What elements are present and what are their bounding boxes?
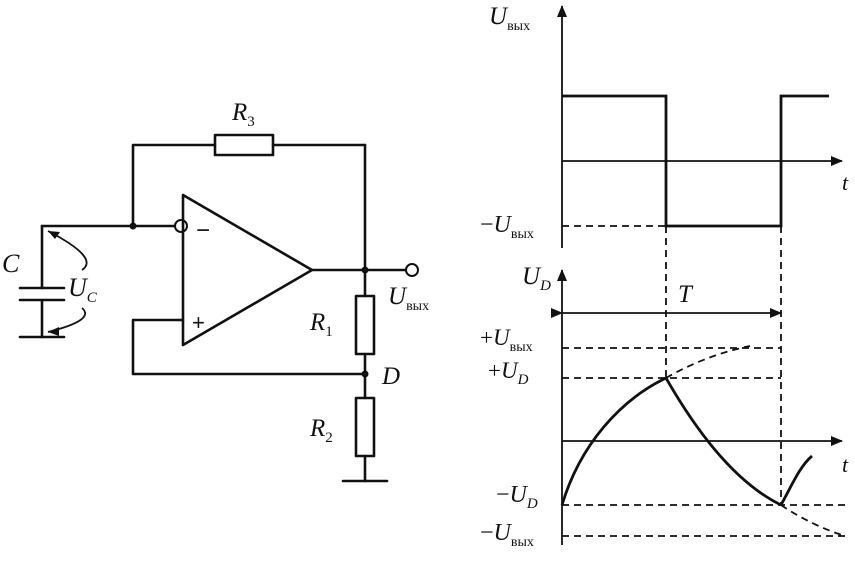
neg-max-label: −Uвых [480, 520, 534, 550]
bottom-y-axis-label: UD [522, 263, 551, 294]
period-label: T [678, 281, 694, 308]
charge-curve-rising [560, 376, 667, 506]
bottom-t-label: t [842, 452, 849, 477]
top-neg-level-label: −Uвых [480, 212, 534, 242]
top-t-label: t [842, 170, 849, 195]
circuit: R3 R1 R2 C UC Uвых D − + [2, 99, 429, 483]
label-node-d: D [381, 363, 400, 390]
uc-arrow-bottom [47, 307, 87, 333]
uc-arrow-head-top [48, 231, 60, 239]
op-amp-triangle [181, 193, 314, 347]
charge-asymptote-lower [780, 504, 846, 537]
charge-curve-rising-2 [779, 454, 813, 506]
op-amp-minus: − [196, 217, 210, 244]
label-r2: R2 [309, 415, 333, 446]
top-y-axis-label: Uвых [489, 3, 530, 34]
uc-arrow-head-bottom [48, 327, 59, 336]
resistor-r1 [354, 294, 376, 356]
neg-d-label: −UD [496, 482, 538, 512]
pos-max-label: +Uвых [480, 325, 533, 355]
pos-d-label: +UD [488, 358, 529, 388]
charge-asymptote-upper [665, 345, 751, 379]
resistor-r3 [213, 133, 275, 157]
label-r3: R3 [231, 99, 255, 130]
charge-curve-falling [664, 377, 782, 507]
inverting-input-bubble [174, 219, 188, 233]
output-terminal [405, 263, 419, 277]
square-wave [562, 94, 829, 228]
non-inverting-wire [131, 318, 367, 376]
resistor-r2 [354, 396, 376, 458]
top-graph: Uвых t −Uвых [480, 3, 849, 248]
label-uout: Uвых [388, 283, 429, 314]
junction-dot [129, 222, 137, 230]
label-capacitor: C [2, 249, 20, 278]
bottom-graph: UD t T +Uвых +UD −UD −Uвых [480, 263, 849, 550]
feedback-wire [131, 143, 217, 228]
op-amp-plus: + [192, 310, 205, 335]
label-r1: R1 [309, 309, 333, 340]
label-uc: UC [68, 273, 98, 306]
